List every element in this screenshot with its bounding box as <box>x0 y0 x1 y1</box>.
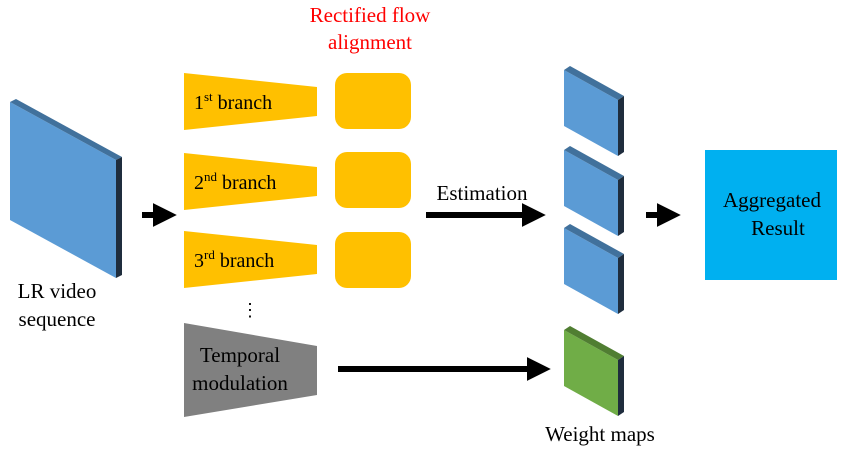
weight-maps-label: Weight maps <box>545 422 655 446</box>
feature-map-2 <box>564 146 624 236</box>
ellipsis: ⋮ <box>241 300 259 320</box>
branch-2-label: 2nd branch <box>194 169 276 194</box>
branch-2-flow-block <box>335 152 411 208</box>
branch-1-label: 1st branch <box>194 89 272 114</box>
aggregated-result-box <box>705 150 837 280</box>
temporal-label-line2: modulation <box>192 371 288 395</box>
feature-map-3 <box>564 224 624 314</box>
branch-2-trapezoid <box>184 153 317 210</box>
branch-3-trapezoid <box>184 231 317 288</box>
temporal-modulation-trapezoid <box>184 323 317 417</box>
branch-3-flow-block <box>335 232 411 288</box>
input-label-line1: LR video <box>18 279 97 303</box>
temporal-label-line1: Temporal <box>200 343 280 367</box>
lr-video-frame <box>10 99 122 278</box>
weight-map <box>564 326 624 416</box>
result-label-line2: Result <box>751 216 805 240</box>
header-title-line2: alignment <box>328 30 412 54</box>
input-label-line2: sequence <box>19 307 96 331</box>
feature-map-1 <box>564 66 624 156</box>
result-label-line1: Aggregated <box>723 188 821 212</box>
branch-1-trapezoid <box>184 73 317 130</box>
branch-3-label: 3rd branch <box>194 247 274 272</box>
header-title-line1: Rectified flow <box>310 3 432 27</box>
estimation-label: Estimation <box>437 181 528 205</box>
branch-1-flow-block <box>335 73 411 129</box>
